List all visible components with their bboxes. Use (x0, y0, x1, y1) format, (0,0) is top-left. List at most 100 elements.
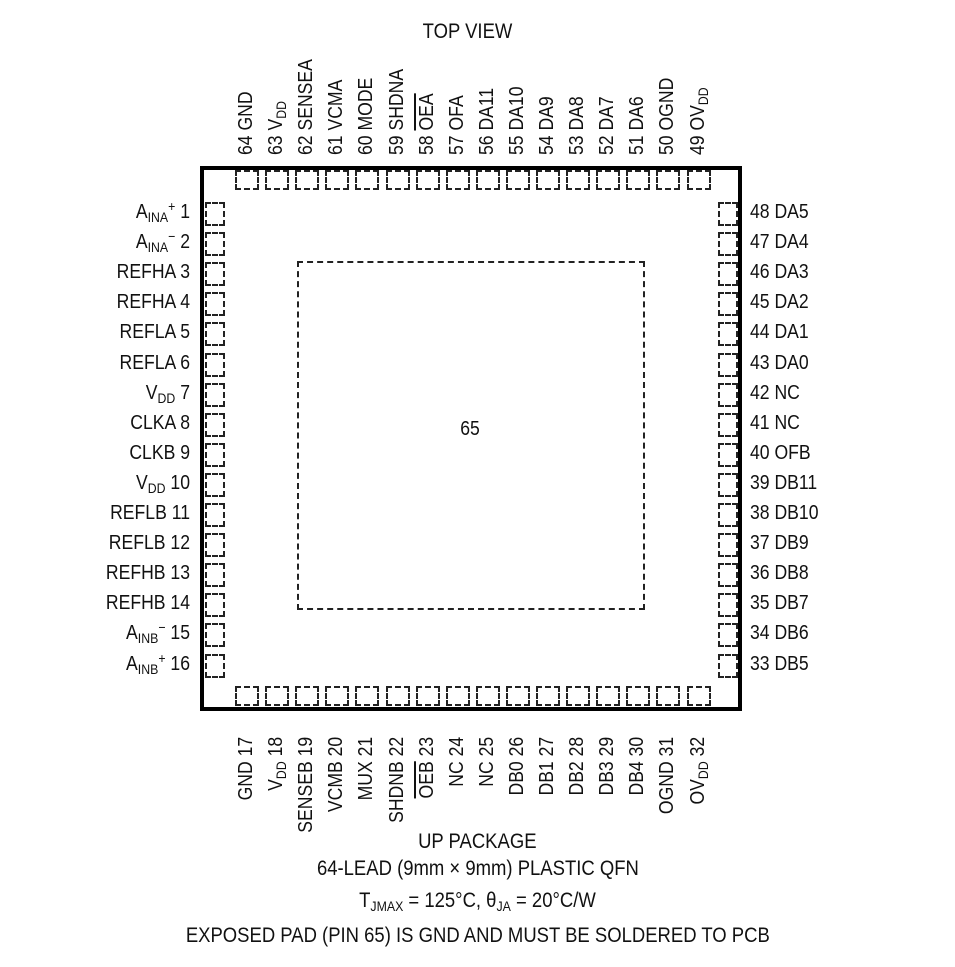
pin-number: 63 (265, 135, 288, 155)
pin-name: GND (235, 91, 257, 131)
pin-pad-53 (566, 170, 591, 190)
pin-label-51: 51 DA6 (626, 96, 648, 155)
pin-label-57: 57 OFA (446, 95, 468, 155)
pin-number: 6 (180, 351, 190, 374)
pin-number: 12 (170, 532, 190, 555)
pin-number: 26 (505, 736, 528, 757)
pin-pad-9 (205, 442, 225, 467)
pin-name: VCMB (325, 761, 348, 813)
pin-name: REFLB (108, 532, 166, 555)
pin-number: 56 (475, 135, 498, 155)
pin-number: 13 (170, 562, 190, 585)
pin-name: VCMA (325, 79, 348, 131)
pin-name: VDD (265, 100, 290, 131)
pin-label-35: 35 DB7 (750, 592, 882, 614)
pin-number: 41 (750, 411, 770, 434)
pin-number: 50 (656, 135, 679, 155)
pin-number: 46 (750, 261, 770, 284)
pin-number: 57 (445, 135, 468, 155)
pin-label-36: 36 DB8 (750, 562, 882, 584)
pin-pad-4 (205, 292, 225, 317)
pin-pad-41 (718, 412, 738, 437)
pin-name: OGND (656, 761, 679, 815)
pin-name: AINA− (135, 228, 176, 256)
pin-label-38: 38 DB10 (750, 502, 882, 524)
pin-name: REFLA (119, 321, 176, 344)
pin-pad-30 (626, 686, 651, 706)
pin-number: 44 (750, 321, 770, 344)
pin-label-58: 58 OEA (416, 93, 438, 155)
pin-name: DB9 (774, 532, 809, 555)
pin-number: 10 (170, 471, 190, 494)
pin-number: 4 (180, 291, 190, 314)
pin-label-9: CLKB 9 (32, 442, 190, 464)
pin-name: OVDD (686, 761, 711, 805)
pin-pad-26 (505, 686, 530, 706)
pin-pad-28 (566, 686, 591, 706)
pin-number: 21 (355, 736, 378, 757)
pin-number: 53 (566, 135, 589, 155)
pin-label-37: 37 DB9 (750, 532, 882, 554)
pin-pad-33 (718, 653, 738, 678)
pin-number: 51 (626, 135, 649, 155)
pin-name: GND (235, 761, 257, 801)
pin-pad-13 (205, 563, 225, 588)
pin-pad-49 (686, 170, 711, 190)
pin-number: 20 (325, 736, 348, 757)
package-name: UP PACKAGE (418, 830, 537, 853)
pin-name: CLKA (130, 411, 176, 434)
pin-pad-52 (596, 170, 621, 190)
pin-number: 9 (180, 441, 190, 464)
pin-name: SENSEA (295, 59, 318, 131)
pin-name: DA5 (774, 201, 809, 223)
pin-number: 40 (750, 441, 770, 464)
pin-name: NC (774, 381, 800, 404)
pin-name: DA11 (475, 87, 498, 131)
pin-pad-8 (205, 412, 225, 437)
pin-name: DA0 (774, 351, 809, 374)
pin-name: DA10 (505, 86, 528, 131)
pin-number: 49 (686, 135, 709, 155)
pin-pad-15 (205, 623, 225, 648)
pin-label-15: AINB− 15 (32, 620, 190, 645)
pin-name: REFHB (105, 592, 166, 615)
pin-number: 8 (180, 411, 190, 434)
pin-name: NC (774, 411, 800, 434)
pin-label-46: 46 DA3 (750, 261, 882, 283)
pin-pad-57 (445, 170, 470, 190)
pin-number: 22 (385, 736, 408, 757)
pin-pad-40 (718, 442, 738, 467)
pin-name: OGND (656, 77, 679, 131)
pin-label-16: AINB+ 16 (32, 651, 190, 676)
pin-label-50: 50 OGND (656, 78, 678, 155)
pin-label-5: REFLA 5 (32, 321, 190, 343)
pin-number: 28 (566, 736, 589, 757)
pin-pad-45 (718, 292, 738, 317)
exposed-pad (297, 261, 645, 610)
pin-pad-59 (385, 170, 410, 190)
pin-pad-60 (355, 170, 380, 190)
pin-name: DA2 (774, 291, 809, 314)
pin-number: 34 (750, 622, 770, 645)
pin-name: OFB (774, 441, 811, 464)
pin-pad-16 (205, 653, 225, 678)
pin-pad-29 (596, 686, 621, 706)
pin-pad-21 (355, 686, 380, 706)
pin-pad-18 (265, 686, 290, 706)
pin-number: 48 (750, 201, 770, 223)
pin-number: 59 (385, 135, 408, 155)
pin-name: VDD (135, 471, 166, 496)
view-title: TOP VIEW (422, 20, 513, 43)
pin-number: 39 (750, 471, 770, 494)
pin-label-11: REFLB 11 (32, 502, 190, 524)
pin-name: DA4 (774, 231, 809, 254)
pin-label-48: 48 DA5 (750, 201, 882, 223)
pin-label-59: 59 SHDNA (386, 69, 408, 155)
pin-pad-48 (718, 202, 738, 226)
pin-pad-31 (656, 686, 681, 706)
pin-pad-38 (718, 503, 738, 527)
pin-name: DB4 (626, 761, 649, 796)
pin-label-34: 34 DB6 (750, 622, 882, 644)
pin-number: 18 (265, 736, 288, 757)
pin-pad-46 (718, 262, 738, 287)
